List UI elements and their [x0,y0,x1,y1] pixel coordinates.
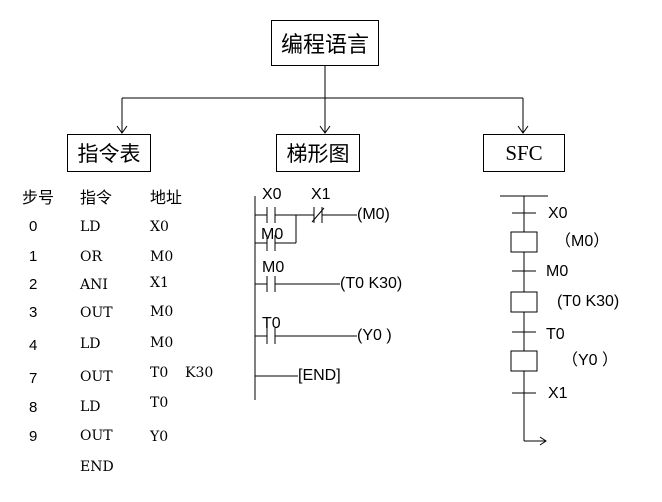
row-step: 4 [29,337,38,354]
row-step: 1 [29,248,38,265]
row-step: 2 [29,276,38,293]
root-node-label: 编程语言 [280,33,369,58]
row-step: 7 [29,370,38,387]
category-sfc: SFC [483,134,565,172]
row-instr: END [80,459,114,475]
row-addr: M0 [150,335,174,351]
row-instr: LD [80,219,101,235]
row-addr: Y0 [150,429,169,445]
header-address: 地址 [150,188,183,207]
row-addr: T0 [150,365,169,381]
sfc-transition-t0: T0 [546,326,565,343]
row-extra: K30 [185,365,214,381]
row-addr: X1 [150,275,169,291]
row-instr: LD [80,399,101,415]
row-addr: M0 [150,249,174,265]
ladder-coil-t0: (T0 K30) [340,275,403,292]
category-instruction-list-label: 指令表 [77,142,141,166]
category-ladder-diagram-label: 梯形图 [286,142,350,166]
row-step: 8 [29,399,38,416]
ladder-contact-m0-label-2: M0 [262,259,285,276]
sfc-action-y0: （Y0 ） [562,352,619,369]
row-addr: M0 [150,304,174,320]
row-step: 9 [29,428,38,445]
ladder-coil-m0: (M0) [357,206,390,223]
row-instr: LD [80,336,101,352]
category-ladder-diagram: 梯形图 [276,134,360,172]
ladder-contact-m0-label: M0 [261,226,284,243]
sfc-action-m0: （M0） [555,233,610,250]
row-instr: OUT [80,369,113,385]
ladder-contact-x1-label: X1 [311,186,331,203]
sfc-transition-m0: M0 [546,263,569,280]
header-instruction: 指令 [80,188,113,207]
row-addr: X0 [150,219,169,235]
row-instr: ANI [80,277,108,293]
header-step: 步号 [22,188,55,207]
ladder-end: [END] [298,367,341,384]
sfc-transition-x0: X0 [548,205,568,222]
category-instruction-list: 指令表 [67,134,151,172]
ladder-coil-y0: (Y0 ) [357,327,392,344]
root-node-programming-language: 编程语言 [271,20,379,66]
sfc-action-t0: (T0 K30) [557,293,620,310]
row-addr: T0 [150,395,169,411]
ladder-contact-t0-label: T0 [262,315,281,332]
row-instr: OUT [80,305,113,321]
sfc-transition-x1: X1 [548,385,568,402]
row-step: 0 [29,218,38,235]
row-instr: OUT [80,428,113,444]
category-sfc-label: SFC [505,140,543,165]
row-step: 3 [29,304,38,321]
ladder-contact-x0-label: X0 [262,186,282,203]
row-instr: OR [80,249,103,265]
